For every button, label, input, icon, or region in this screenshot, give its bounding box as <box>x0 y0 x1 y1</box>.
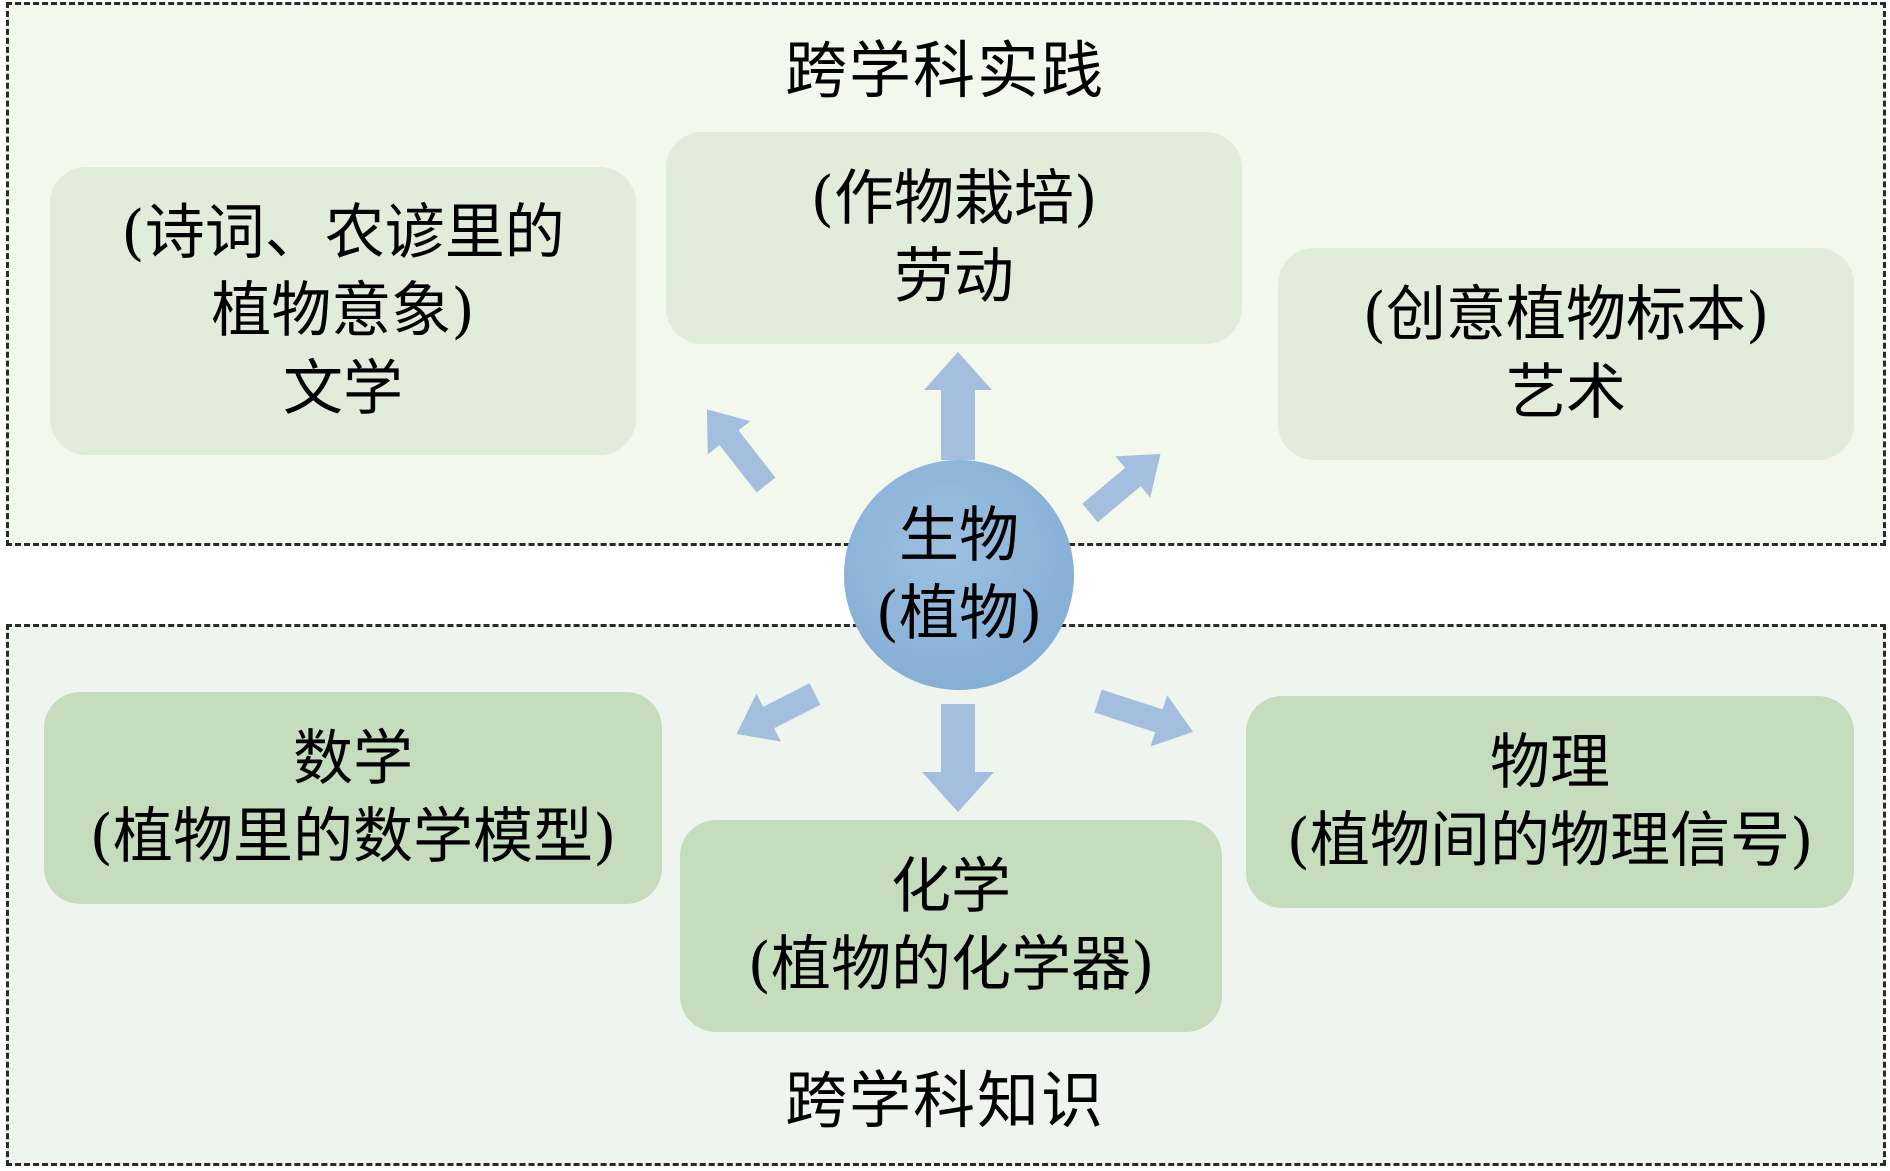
math-note: (植物里的数学模型) <box>89 802 617 872</box>
physics-box: 物理 (植物间的物理信号) <box>1246 696 1854 908</box>
labor-box: (作物栽培) 劳动 <box>666 132 1242 344</box>
art-box: (创意植物标本) 艺术 <box>1278 248 1854 460</box>
math-subject: 数学 <box>293 724 413 794</box>
arrow-to-literature <box>706 409 776 493</box>
arrow-to-art <box>1082 453 1161 523</box>
art-subject: 艺术 <box>1506 358 1626 428</box>
literature-note-line2: 植物意象) <box>211 276 475 346</box>
literature-note-line1: (诗词、农谚里的 <box>121 198 565 268</box>
labor-note: (作物栽培) <box>810 164 1098 234</box>
literature-subject: 文学 <box>283 354 403 424</box>
art-note: (创意植物标本) <box>1362 280 1770 350</box>
labor-subject: 劳动 <box>894 242 1014 312</box>
knowledge-region-title: 跨学科知识 <box>784 1064 1105 1137</box>
physics-subject: 物理 <box>1490 728 1610 798</box>
chemistry-note: (植物的化学器) <box>747 930 1155 1000</box>
chemistry-box: 化学 (植物的化学器) <box>680 820 1222 1032</box>
center-note: (植物) <box>875 579 1043 649</box>
arrow-to-labor <box>924 352 992 460</box>
math-box: 数学 (植物里的数学模型) <box>44 692 662 904</box>
arrow-to-physics <box>1094 689 1194 747</box>
practice-region-title: 跨学科实践 <box>784 34 1105 107</box>
center-node-biology: 生物 (植物) <box>844 460 1074 690</box>
arrow-to-math <box>736 683 821 742</box>
literature-box: (诗词、农谚里的 植物意象) 文学 <box>50 167 636 455</box>
physics-note: (植物间的物理信号) <box>1286 806 1814 876</box>
chemistry-subject: 化学 <box>891 852 1011 922</box>
arrow-to-chemistry <box>922 704 994 812</box>
center-subject: 生物 <box>899 501 1019 571</box>
